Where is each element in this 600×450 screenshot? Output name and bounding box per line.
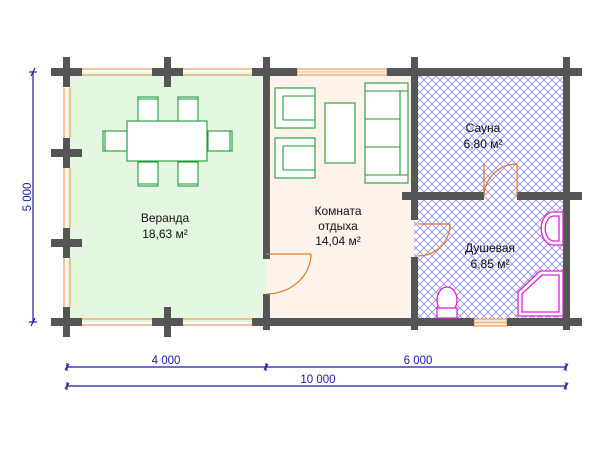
total-width-dimension: 10 000 [300,374,335,386]
lounge-name-line1: Комната [315,204,362,218]
dining-table [126,120,208,162]
coffee-table [324,102,356,164]
shower-area: 6,85 м² [471,257,510,271]
sauna-door[interactable] [483,163,518,197]
lounge-window [296,68,388,76]
sauna-area: 6,80 м² [464,137,503,151]
shower-name: Душевая [465,241,515,255]
shower-door[interactable] [417,223,451,257]
lounge-furniture [274,82,409,184]
sofa [364,82,409,184]
veranda-area: 18,63 м² [142,227,188,241]
armchair-bottom [274,137,316,179]
right-width-dimension: 6 000 [404,355,433,367]
lounge-area: 14,04 м² [315,234,361,248]
shower-window [473,318,508,327]
toilet [436,286,458,319]
washbasin [540,211,564,246]
veranda-windows [63,68,260,326]
veranda-floor [67,72,266,322]
left-width-dimension: 4 000 [152,355,181,367]
walls [260,57,582,330]
height-dimension: 5 000 [22,183,34,212]
lounge-name-line2: отдыха [318,219,358,233]
plumbing [436,211,564,319]
dimension-lines [29,67,569,390]
sauna-floor [414,72,567,196]
log-corner-crosses [51,57,272,337]
armchair-top [274,87,316,129]
lounge-door[interactable] [265,253,312,295]
dining-set [102,96,233,187]
shower-tray [517,270,564,317]
dimension-labels: 5 000 4 000 6 000 10 000 [22,183,432,386]
room-labels: Веранда 18,63 м² Комната отдыха 14,04 м²… [141,121,515,271]
veranda-name: Веранда [141,211,190,225]
doors [265,163,518,295]
sauna-name: Сауна [466,121,501,135]
